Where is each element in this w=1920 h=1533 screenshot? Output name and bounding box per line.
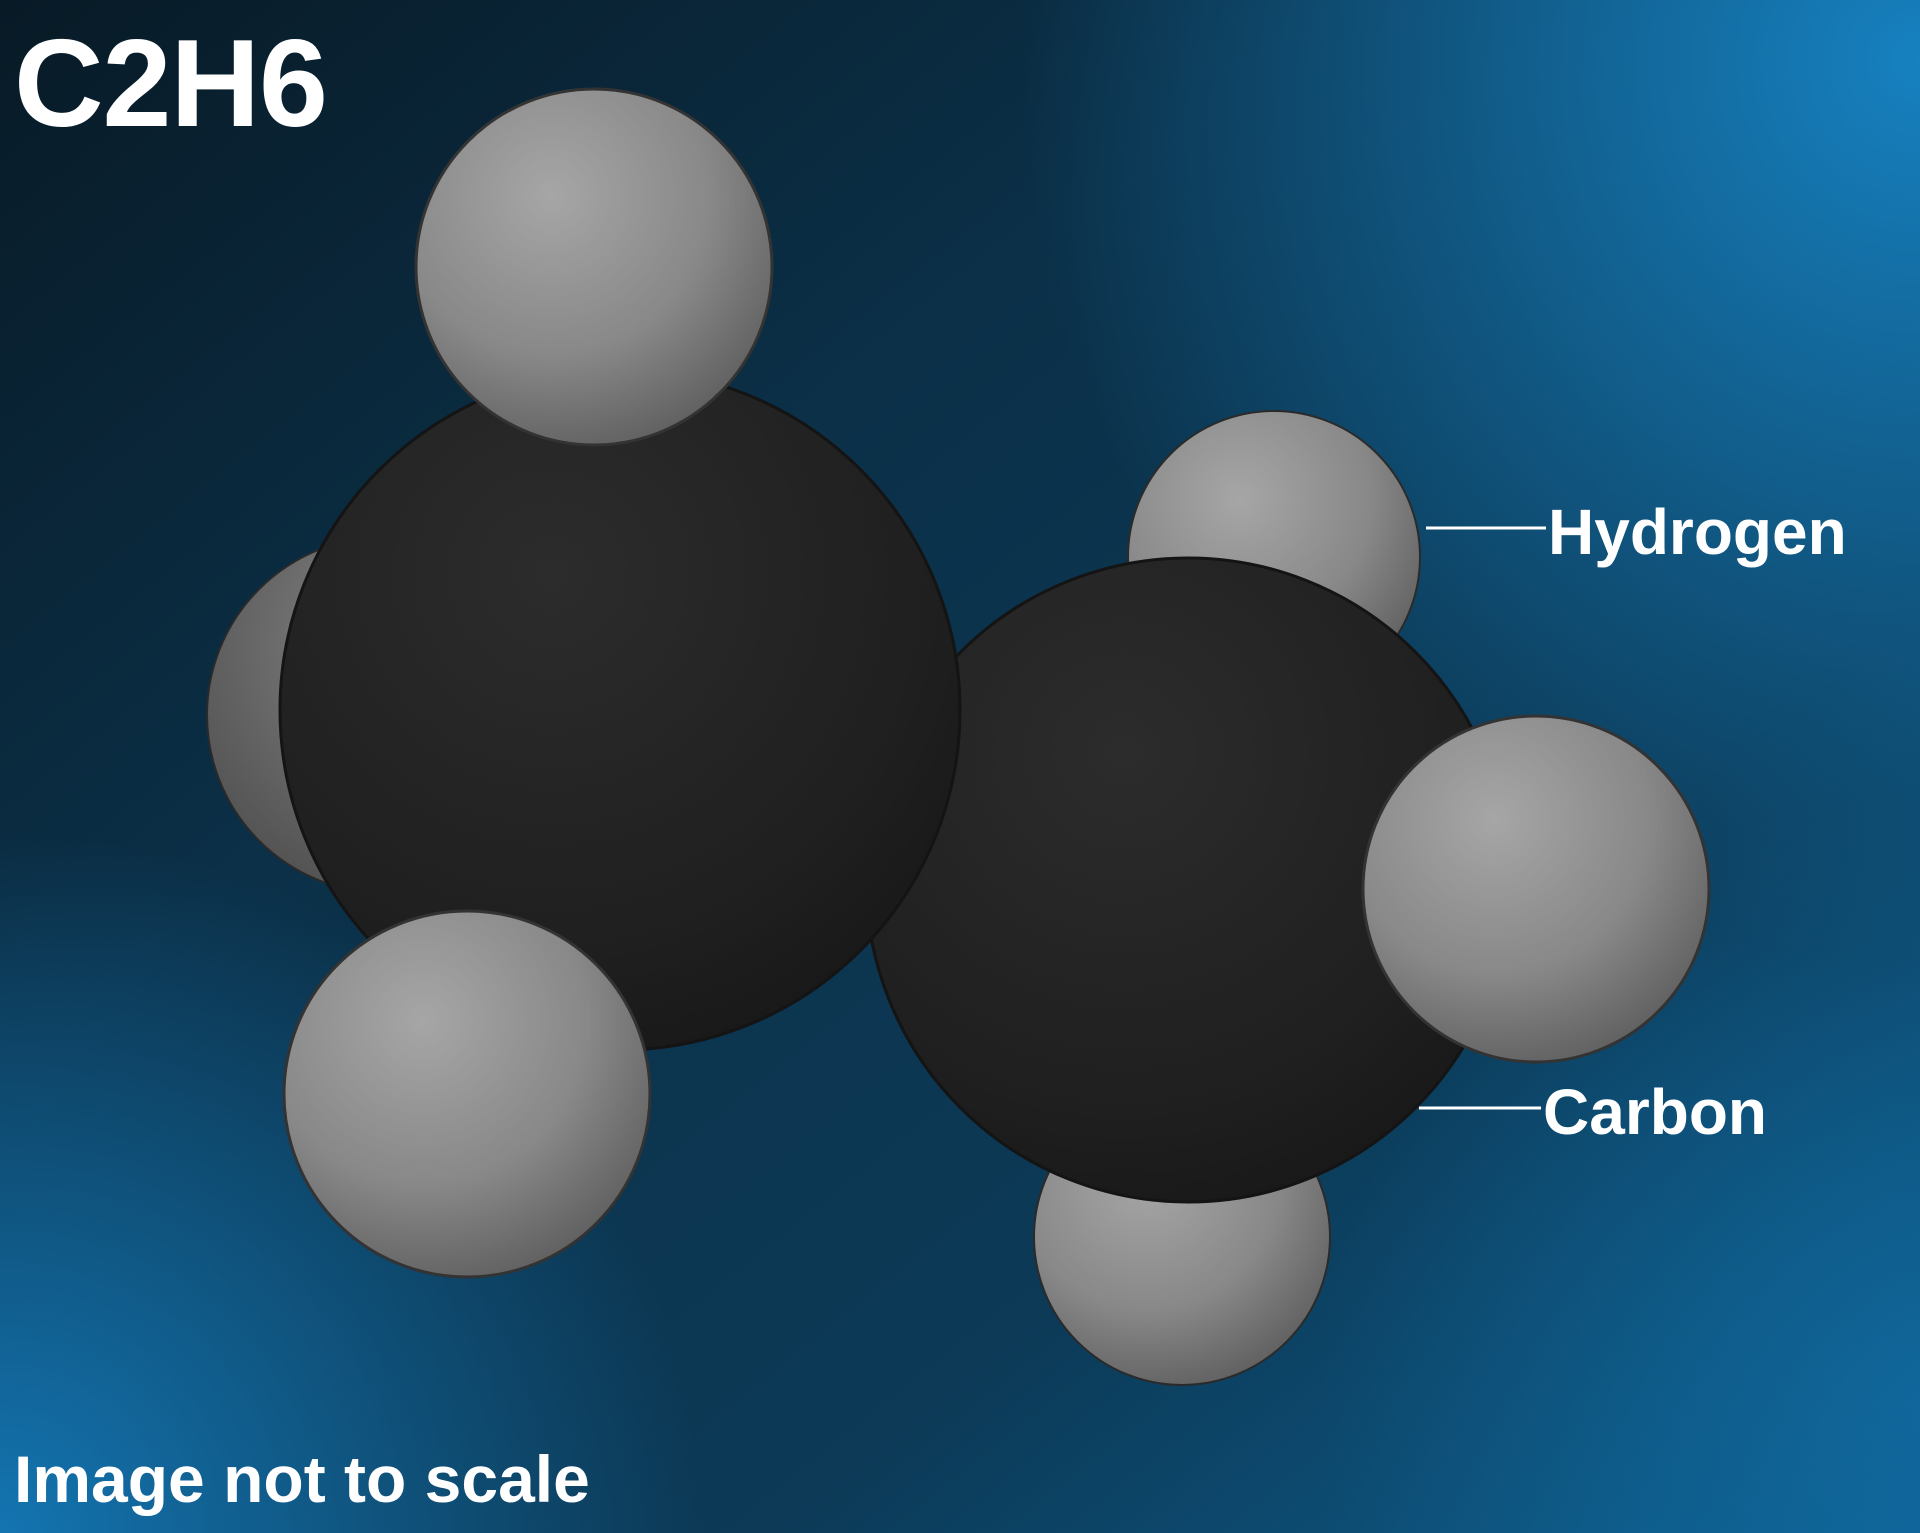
hydrogen-atom-top bbox=[414, 87, 774, 447]
scale-disclaimer: Image not to scale bbox=[14, 1442, 590, 1516]
hydrogen-atom-right-front bbox=[1361, 714, 1711, 1064]
hydrogen-atom-left-bottom bbox=[282, 909, 652, 1279]
page-title: C2H6 bbox=[14, 15, 328, 153]
hydrogen-label: Hydrogen bbox=[1548, 496, 1847, 568]
carbon-label: Carbon bbox=[1543, 1076, 1767, 1148]
